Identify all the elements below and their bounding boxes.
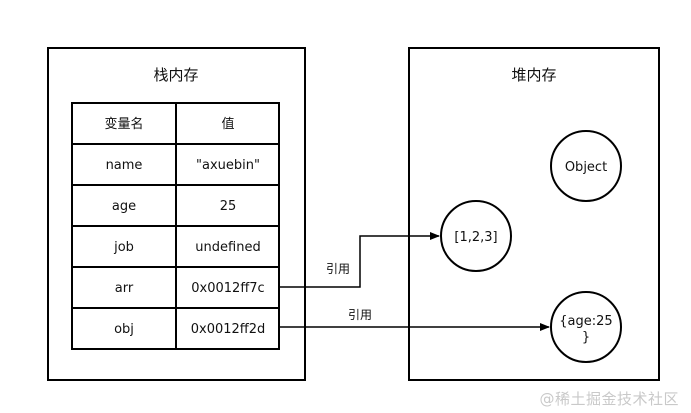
table-cell-value: undefined bbox=[195, 240, 260, 255]
table-cell-value: 25 bbox=[220, 199, 237, 214]
stack-table: 变量名 值 name "axuebin" age 25 job undefine… bbox=[71, 102, 280, 350]
table-cell-name: name bbox=[106, 158, 143, 173]
watermark: @稀土掘金技术社区 bbox=[539, 390, 679, 408]
table-cell-value: 0x0012ff7c bbox=[191, 281, 264, 296]
table-cell-name: arr bbox=[115, 281, 134, 296]
heap-memory-title: 堆内存 bbox=[511, 66, 556, 84]
heap-node-age-object-label-line1: {age:25 bbox=[559, 314, 612, 329]
table-cell-name: age bbox=[112, 199, 136, 214]
arr-reference-label: 引用 bbox=[326, 262, 350, 276]
heap-node-age-object-label-line2: } bbox=[582, 330, 590, 345]
table-cell-value: 0x0012ff2d bbox=[191, 322, 266, 337]
table-cell-name: job bbox=[113, 240, 134, 255]
heap-node-object-label: Object bbox=[565, 160, 607, 175]
stack-memory-title: 栈内存 bbox=[153, 66, 198, 84]
table-header-value: 值 bbox=[221, 116, 234, 132]
obj-reference-label: 引用 bbox=[348, 308, 372, 322]
heap-node-array bbox=[440, 200, 512, 272]
heap-node-age-object bbox=[550, 291, 622, 363]
table-header-variable-name: 变量名 bbox=[104, 116, 143, 132]
arr-reference-arrow bbox=[280, 232, 440, 288]
table-cell-name: obj bbox=[114, 322, 134, 337]
table-cell-value: "axuebin" bbox=[196, 158, 260, 173]
heap-node-array-label: [1,2,3] bbox=[454, 230, 497, 245]
heap-node-object bbox=[550, 130, 622, 202]
